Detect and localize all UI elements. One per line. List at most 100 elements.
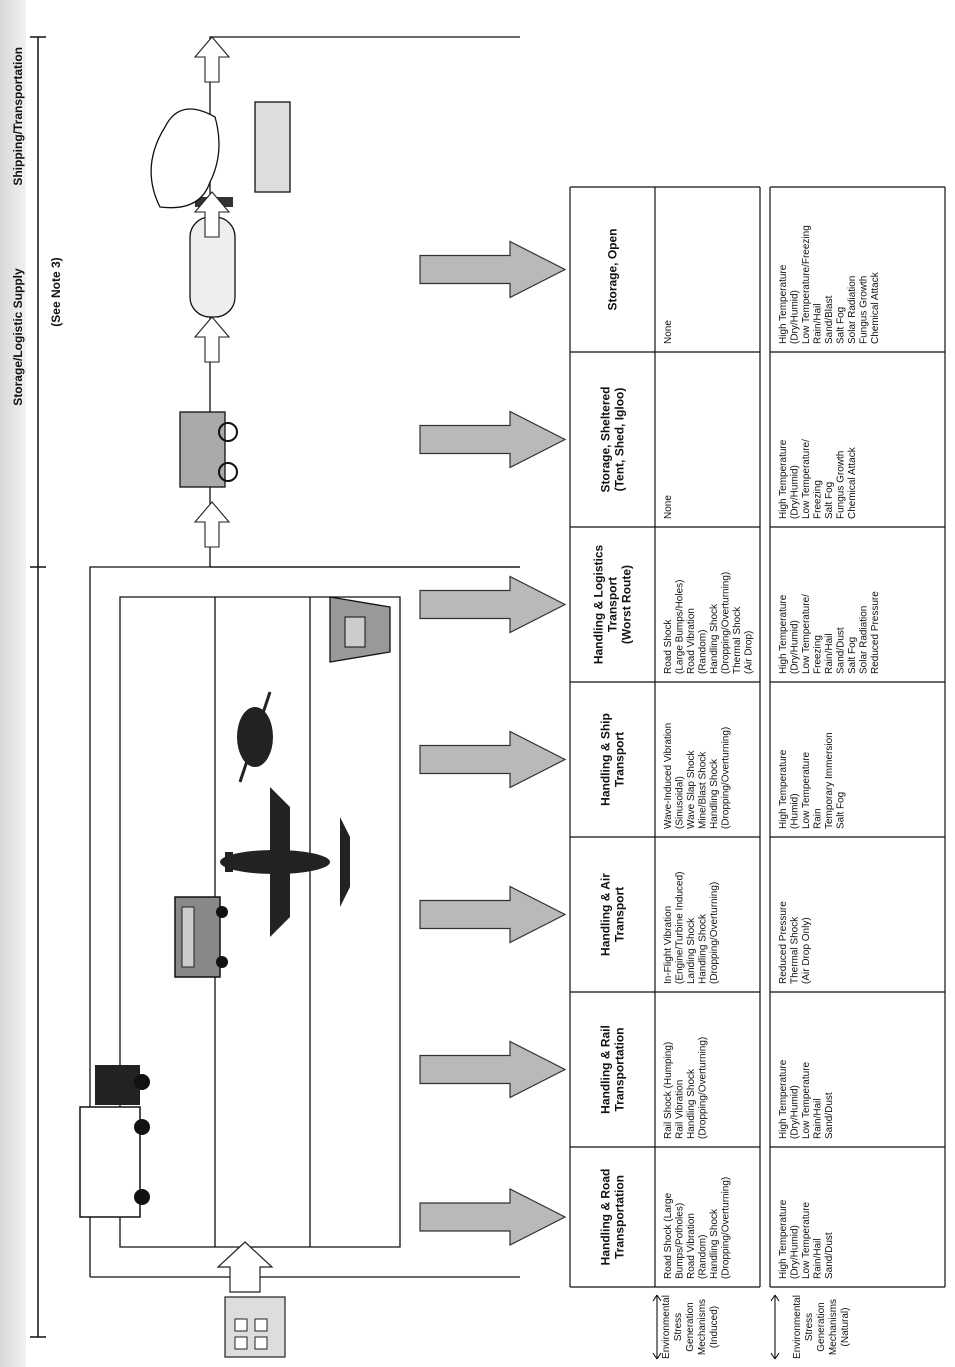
induced-cell-2: In-Flight Vibration(Engine/Turbine Induc… — [663, 872, 720, 984]
natural-cell-2-line: Reduced Pressure — [778, 901, 789, 984]
induced-cell-1-line: Rail Vibration — [675, 1080, 686, 1139]
column-heading-1: Handling & RailTransportation — [599, 1025, 627, 1114]
natural-cell-5-line: Low Temperature/ — [801, 439, 812, 519]
column-arrows — [419, 240, 567, 1246]
natural-cell-6-line: (Dry/Humid) — [790, 290, 801, 344]
induced-cell-0-line: Bumps/Potholes) — [675, 1203, 686, 1279]
aircraft-icon — [220, 787, 350, 937]
natural-cell-4-line: Low Temperature/ — [801, 594, 812, 674]
natural-cell-6-line: Chemical Attack — [870, 271, 881, 344]
induced-row-label-line: (Induced) — [709, 1306, 720, 1348]
natural-cell-2: Reduced PressureThermal Shock(Air Drop O… — [778, 901, 812, 984]
induced-cell-2-line: (Engine/Turbine Induced) — [675, 872, 686, 984]
storage-title: Storage/Logistic Supply — [11, 268, 25, 406]
natural-cell-4-line: Reduced Pressure — [870, 591, 881, 674]
natural-cell-1-line: Low Temperature — [801, 1061, 812, 1139]
induced-cell-2-line: Handling Shock — [698, 913, 709, 984]
column-heading-5-line: (Tent, Shed, Igloo) — [613, 388, 627, 492]
natural-cell-5: High Temperature(Dry/Humid)Low Temperatu… — [778, 439, 858, 519]
induced-cell-3: Wave-Induced Vibration(Sinusoidal)Wave S… — [663, 723, 732, 829]
natural-cell-3-line: High Temperature — [778, 749, 789, 829]
natural-cell-5-line: High Temperature — [778, 439, 789, 519]
induced-cell-4-line: Road Shock — [663, 619, 674, 674]
natural-cell-3-line: (Humid) — [790, 793, 801, 829]
natural-cell-6-line: High Temperature — [778, 264, 789, 344]
train-icon — [174, 896, 228, 978]
transport-lane-outer — [119, 596, 401, 1248]
natural-cell-3-line: Salt Fog — [836, 792, 847, 829]
induced-row-label-line: Generation — [685, 1302, 696, 1351]
induced-cell-5: None — [663, 495, 674, 519]
natural-cell-0-line: Rain/Hail — [813, 1238, 824, 1279]
column-heading-3-line: Transport — [613, 732, 627, 787]
natural-row-label-line: Mechanisms — [828, 1299, 839, 1355]
induced-row-label: EnvironmentalStressGenerationMechanisms(… — [661, 1295, 720, 1359]
induced-cell-1-line: Handling Shock — [686, 1068, 697, 1139]
natural-cell-6-line: Low Temperature/Freezing — [801, 225, 812, 344]
natural-cell-5-line: Fungus Growth — [836, 451, 847, 519]
stress-table: Handling & RoadTransportation Road Shock … — [569, 186, 946, 1360]
natural-cell-0-line: Low Temperature — [801, 1201, 812, 1279]
induced-cell-0: Road Shock (LargeBumps/Potholes)Road Vib… — [663, 1177, 732, 1279]
natural-row-label-line: Stress — [804, 1313, 815, 1341]
induced-cell-4-line: (Air Drop) — [744, 631, 755, 674]
natural-cell-4-line: Freezing — [813, 635, 824, 674]
natural-cell-4-line: (Dry/Humid) — [790, 620, 801, 674]
column-heading-6: Storage, Open — [606, 228, 620, 310]
column-heading-3: Handling & ShipTransport — [599, 713, 627, 806]
natural-cell-0-line: High Temperature — [778, 1199, 789, 1279]
induced-cell-2-line: Landing Shock — [686, 917, 697, 984]
natural-cell-3-line: Low Temperature — [801, 751, 812, 829]
induced-cell-6: None — [663, 320, 674, 344]
induced-cell-4-line: Thermal Shock — [732, 606, 743, 674]
column-heading-2-line: Transport — [613, 887, 627, 942]
natural-cell-2-line: (Air Drop Only) — [801, 917, 812, 984]
natural-cell-1-line: (Dry/Humid) — [790, 1085, 801, 1139]
induced-cell-0-line: Handling Shock — [709, 1208, 720, 1279]
column-arrow-3 — [419, 730, 567, 789]
column-heading-1-line: Transportation — [613, 1027, 627, 1111]
flow-arrow-4 — [193, 36, 231, 83]
natural-cell-6-line: Sand/Blast — [824, 295, 835, 344]
induced-cell-1: Rail Shock (Humping)Rail VibrationHandli… — [663, 1037, 709, 1139]
induced-cell-0-line: Road Vibration — [686, 1213, 697, 1279]
induced-row-label-line: Stress — [673, 1313, 684, 1341]
column-heading-0: Handling & RoadTransportation — [599, 1169, 627, 1266]
helicopter-icon — [237, 691, 273, 783]
natural-cell-3: High Temperature(Humid)Low TemperatureRa… — [778, 732, 847, 829]
flow-arrow-2 — [193, 316, 231, 363]
column-heading-1-line: Handling & Rail — [599, 1025, 613, 1114]
natural-cell-6-line: Fungus Growth — [859, 276, 870, 344]
natural-cell-5-line: Chemical Attack — [847, 446, 858, 519]
shipping-title: Shipping/Transportation — [11, 47, 25, 186]
natural-cell-0-line: (Dry/Humid) — [790, 1225, 801, 1279]
flow-arrow-1 — [193, 501, 231, 548]
depot-icon — [224, 1296, 286, 1358]
ship-icon — [329, 596, 391, 663]
induced-cell-1-line: Rail Shock (Humping) — [663, 1042, 674, 1139]
natural-cell-1-line: High Temperature — [778, 1059, 789, 1139]
depot-arrow-icon — [216, 1241, 274, 1293]
natural-cell-1-line: Rain/Hail — [813, 1098, 824, 1139]
column-heading-4: Handling & LogisticsTransport(Worst Rout… — [592, 545, 634, 665]
natural-row-label-line: Environmental — [792, 1295, 803, 1359]
induced-cell-4-line: Handling Shock — [709, 603, 720, 674]
column-heading-4-line: Transport — [606, 577, 620, 632]
induced-cell-4: Road Shock(Large Bumps/Holes)Road Vibrat… — [663, 572, 755, 674]
column-arrow-5 — [419, 410, 567, 469]
induced-cell-0-line: (Random) — [698, 1235, 709, 1279]
natural-cell-4-line: Rain/Hail — [824, 633, 835, 674]
induced-cell-3-line: Wave Slap Shock — [686, 749, 697, 829]
storage-bracket — [209, 36, 520, 568]
column-arrow-2 — [419, 885, 567, 944]
induced-row-label-line: Mechanisms — [697, 1299, 708, 1355]
induced-cell-3-line: Mine/Blast Shock — [698, 751, 709, 829]
natural-cell-4: High Temperature(Dry/Humid)Low Temperatu… — [778, 591, 881, 674]
natural-row-label: EnvironmentalStressGenerationMechanisms(… — [792, 1295, 851, 1359]
natural-cell-2-line: Thermal Shock — [790, 916, 801, 984]
column-arrow-1 — [419, 1040, 567, 1099]
natural-cell-0: High Temperature(Dry/Humid)Low Temperatu… — [778, 1199, 835, 1279]
induced-row-guide — [652, 1294, 662, 1360]
